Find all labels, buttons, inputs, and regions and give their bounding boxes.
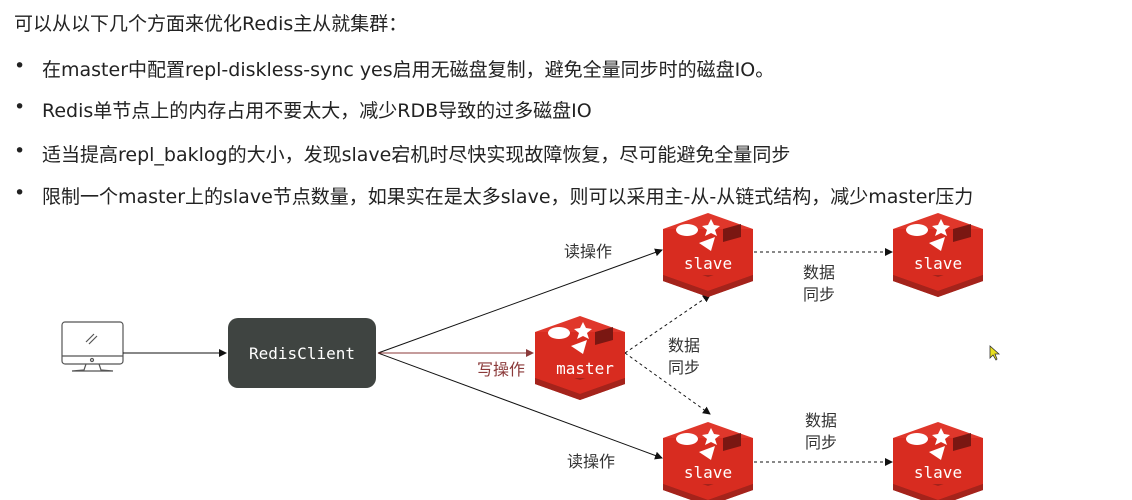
write-op-label: 写操作 (477, 360, 525, 379)
sync-label: 同步 (805, 433, 837, 452)
sync-label: 数据 (803, 263, 835, 282)
bullet-item: •适当提高repl_baklog的大小，发现slave宕机时尽快实现故障恢复，尽… (14, 140, 791, 166)
bullet-item: •限制一个master上的slave节点数量，如果实在是太多slave，则可以采… (14, 182, 974, 208)
svg-text:master: master (556, 359, 614, 378)
svg-text:slave: slave (914, 254, 962, 273)
read-arrow-bottom (377, 352, 663, 460)
bullet-item: •Redis单节点上的内存占用不要太大，减少RDB导致的过多磁盘IO (14, 96, 592, 122)
sync-label: 同步 (668, 358, 700, 377)
redis-icon (663, 422, 753, 500)
read-arrow-top (377, 248, 663, 354)
slave-node-bottom: slave (663, 422, 753, 500)
read-op-label: 读操作 (564, 242, 612, 261)
monitor-icon (61, 321, 124, 372)
page-title: 可以从以下几个方面来优化Redis主从就集群： (14, 13, 408, 35)
slave-node-top: slave (663, 213, 753, 297)
redis-icon (535, 316, 625, 400)
sync-label: 数据 (805, 411, 837, 430)
sync-label: 同步 (803, 285, 835, 304)
slave-node-bottom-chain: slave (893, 422, 983, 500)
read-op-label: 读操作 (567, 452, 615, 471)
sync-label: 数据 (668, 336, 700, 355)
sync-arrow-top (624, 294, 711, 354)
mouse-cursor-icon (989, 345, 1001, 361)
redis-icon (893, 422, 983, 500)
slave-node-top-chain: slave (893, 213, 983, 297)
bullet-item: •在master中配置repl-diskless-sync yes启用无磁盘复制… (14, 55, 775, 81)
svg-text:slave: slave (914, 463, 962, 482)
redis-client-box: RedisClient (228, 318, 376, 388)
svg-text:slave: slave (684, 254, 732, 273)
svg-text:RedisClient: RedisClient (249, 344, 355, 363)
master-node: master (535, 316, 625, 400)
svg-text:slave: slave (684, 463, 732, 482)
